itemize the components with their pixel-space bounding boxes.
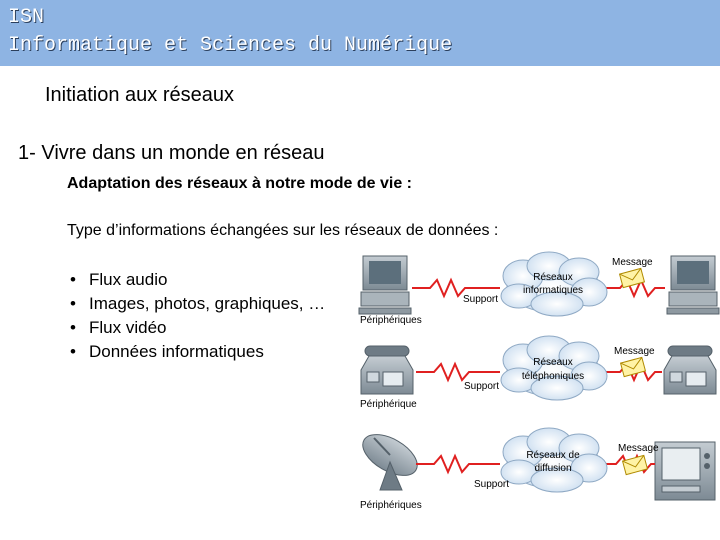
message-label: Message [618, 443, 659, 454]
message-label: Message [612, 257, 653, 268]
computer-networks-row: Réseaux informatiques Message Support Pé… [358, 251, 720, 326]
list-item: •Données informatiques [67, 340, 325, 364]
peripheral-label: Périphériques [360, 500, 422, 511]
info-types-list: •Flux audio •Images, photos, graphiques,… [67, 268, 325, 364]
message-label: Message [614, 346, 655, 357]
television-icon [654, 441, 716, 501]
cloud-label: téléphoniques [522, 371, 584, 382]
types-heading: Type d’informations échangées sur les ré… [67, 222, 499, 239]
envelope-icon [620, 356, 646, 378]
peripheral-label: Périphériques [360, 315, 422, 326]
phone-icon [360, 345, 414, 395]
chapter-title: Initiation aux réseaux [45, 84, 235, 106]
support-label: Support [464, 381, 499, 392]
bullet-icon: • [70, 342, 76, 361]
support-label: Support [463, 294, 498, 305]
computer-icon [358, 255, 412, 315]
broadcast-networks-row: Réseaux de diffusion Message Support Pér… [360, 427, 716, 511]
list-item: •Images, photos, graphiques, … [67, 292, 325, 316]
envelope-icon [619, 267, 645, 289]
cloud-label: Réseaux de [526, 450, 580, 461]
networks-diagram: Réseaux informatiques Message Support Pé… [358, 251, 720, 511]
list-item: •Flux vidéo [67, 316, 325, 340]
header-title: ISN [8, 6, 45, 29]
computer-icon [666, 255, 720, 315]
bullet-icon: • [70, 318, 76, 337]
adaptation-heading: Adaptation des réseaux à notre mode de v… [67, 175, 412, 192]
list-item: •Flux audio [67, 268, 325, 292]
peripheral-label: Périphérique [360, 399, 417, 410]
support-label: Support [474, 479, 509, 490]
cloud-icon [500, 335, 608, 401]
cloud-label: Réseaux [533, 357, 572, 368]
telephone-networks-row: Réseaux téléphoniques Message Support Pé… [360, 335, 717, 410]
phone-icon [663, 345, 717, 395]
cloud-label: diffusion [534, 463, 571, 474]
section-title: 1- Vivre dans un monde en réseau [18, 142, 325, 164]
cloud-label: Réseaux [533, 272, 572, 283]
satellite-dish-icon [362, 434, 418, 491]
bullet-icon: • [70, 294, 76, 313]
bullet-icon: • [70, 270, 76, 289]
cloud-icon [500, 251, 608, 317]
header-subtitle: Informatique et Sciences du Numérique [8, 34, 453, 57]
cloud-label: informatiques [523, 285, 583, 296]
title-bar: ISN Informatique et Sciences du Numériqu… [0, 0, 720, 66]
